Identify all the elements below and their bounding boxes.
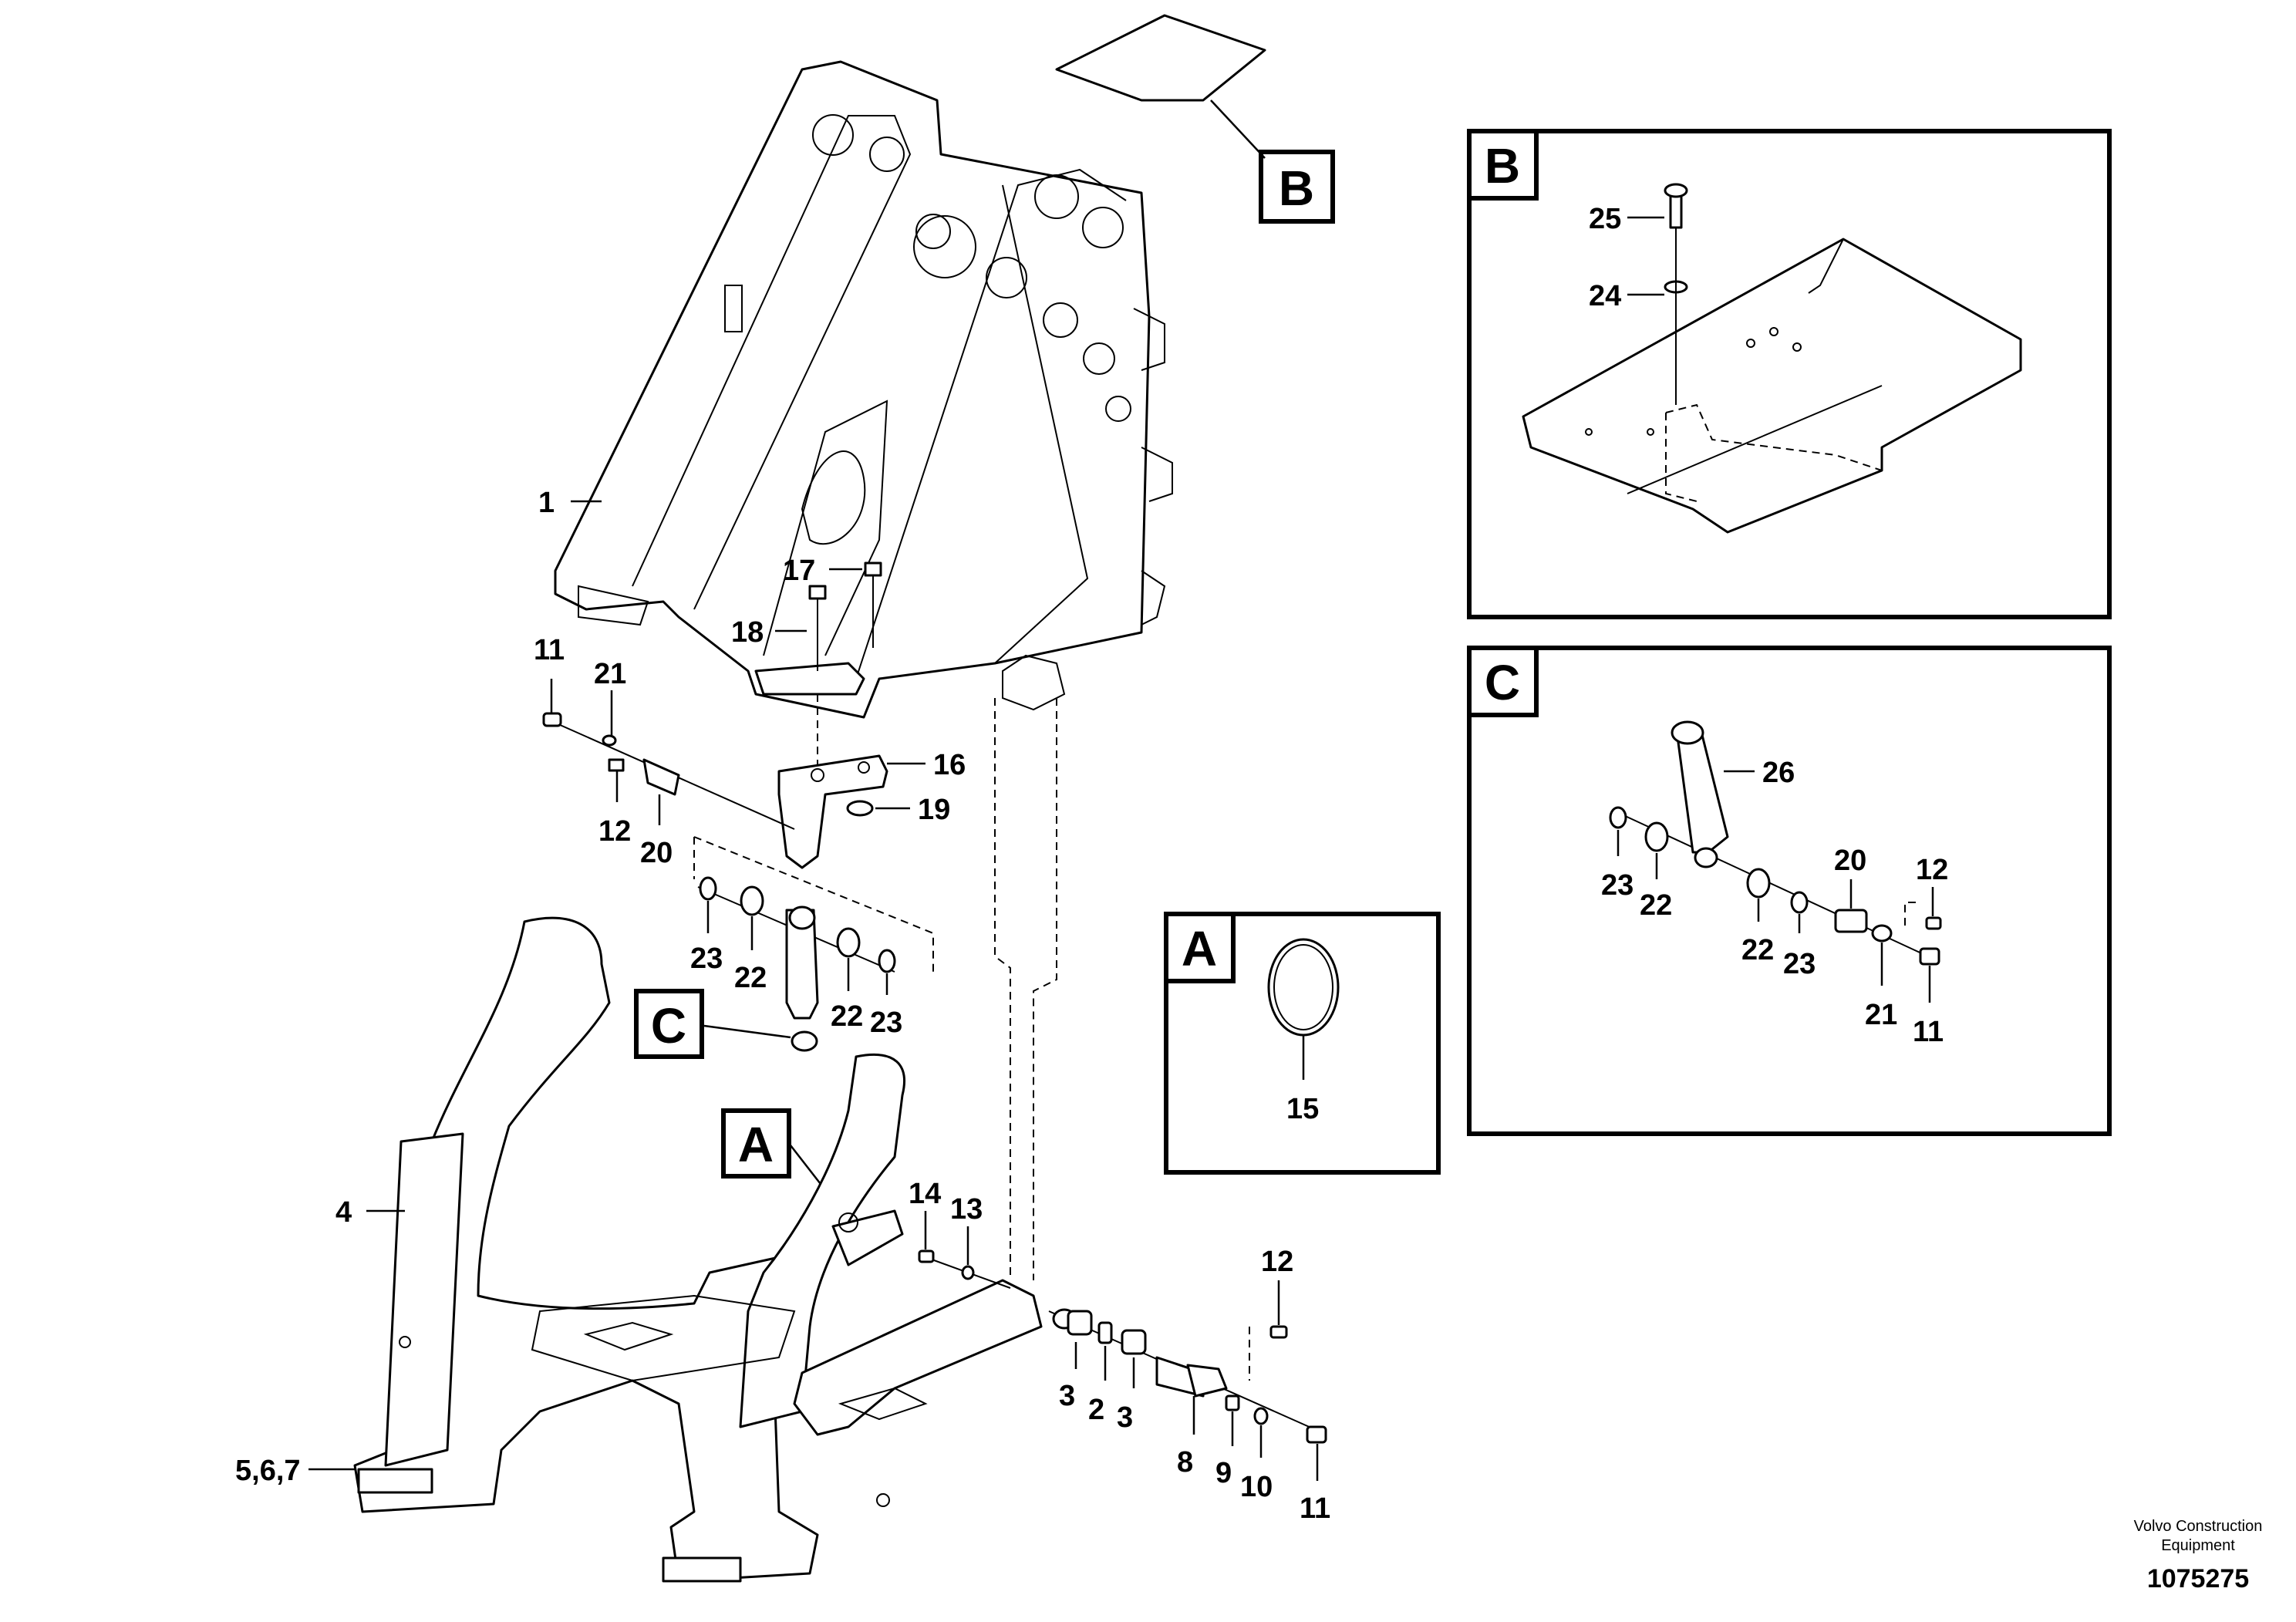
callout-18: 18	[731, 616, 764, 649]
callout-c-23-a: 23	[1601, 869, 1633, 902]
callout-3-a: 3	[1059, 1380, 1075, 1412]
callout-24: 24	[1589, 280, 1621, 312]
callout-20-left: 20	[640, 837, 673, 869]
callout-16: 16	[933, 749, 966, 781]
callout-23-a: 23	[690, 943, 723, 975]
lower-frame-assembly	[353, 916, 1043, 1583]
bolt-14-13-group	[918, 1249, 1011, 1289]
detail-a-panel: A	[1164, 912, 1441, 1175]
lower-pin-assembly	[1048, 1308, 1327, 1444]
callout-13: 13	[950, 1193, 983, 1226]
left-pin-assembly	[542, 712, 795, 830]
callout-c-23-b: 23	[1783, 948, 1816, 980]
callout-9: 9	[1215, 1457, 1232, 1489]
callout-c-22-b: 22	[1741, 934, 1774, 966]
callout-12-bottom: 12	[1261, 1246, 1293, 1278]
dashed-tie-left	[994, 698, 1011, 1280]
callout-c-20: 20	[1834, 845, 1866, 877]
dashed-group-outline	[693, 836, 934, 976]
o-ring-15	[1267, 938, 1340, 1037]
reference-box-b-label: B	[1279, 160, 1314, 216]
washer-19	[846, 800, 874, 817]
callout-26: 26	[1762, 757, 1795, 789]
leader-line-ref-b	[1210, 99, 1266, 159]
plate-b-thumbnail	[1055, 14, 1266, 102]
reference-box-a-label: A	[738, 1117, 774, 1172]
reference-box-c[interactable]: C	[634, 989, 704, 1059]
callout-3-b: 3	[1117, 1401, 1133, 1434]
footer-company-line1: Volvo Construction	[2134, 1518, 2263, 1535]
detail-b-title: B	[1485, 138, 1520, 194]
detail-b-panel: B	[1467, 129, 2112, 619]
callout-4: 4	[335, 1196, 352, 1229]
callout-c-22-a: 22	[1640, 889, 1672, 922]
detail-a-title: A	[1182, 921, 1217, 976]
callout-2: 2	[1088, 1394, 1104, 1426]
callout-21-left: 21	[594, 658, 626, 690]
callout-10: 10	[1240, 1471, 1273, 1503]
detail-c-panel: C	[1467, 646, 2112, 1136]
callout-22-a: 22	[734, 962, 767, 994]
callout-15: 15	[1286, 1093, 1319, 1125]
footer-doc-number: 1075275	[2147, 1564, 2249, 1593]
callout-11-bottom: 11	[1300, 1492, 1330, 1525]
callout-25: 25	[1589, 203, 1621, 235]
leader-line-ref-c	[703, 1024, 791, 1039]
bolt-17-18-group	[808, 561, 882, 771]
callout-11-left: 11	[534, 634, 565, 666]
callout-1: 1	[538, 487, 555, 519]
callout-c-11: 11	[1913, 1016, 1944, 1048]
callout-5-6-7: 5,6,7	[235, 1455, 301, 1487]
callout-14: 14	[909, 1178, 941, 1210]
callout-19: 19	[918, 794, 950, 826]
detail-c-title: C	[1485, 655, 1520, 710]
callout-8: 8	[1177, 1446, 1193, 1479]
main-frame-assembly	[554, 60, 1173, 719]
callout-22-b: 22	[831, 1000, 863, 1033]
callout-23-b: 23	[870, 1007, 902, 1039]
callout-c-21: 21	[1865, 999, 1897, 1031]
dashed-tie-right	[1033, 698, 1057, 1280]
callout-17: 17	[783, 555, 815, 587]
reference-box-b[interactable]: B	[1259, 150, 1335, 224]
cylinder-stack	[697, 876, 896, 1052]
footer-company-line2: Equipment	[2161, 1537, 2235, 1554]
reference-box-a[interactable]: A	[721, 1108, 791, 1179]
callout-12-left: 12	[598, 815, 631, 848]
reference-box-c-label: C	[651, 998, 686, 1054]
callout-c-12: 12	[1916, 854, 1948, 886]
bracket-16	[777, 754, 888, 869]
